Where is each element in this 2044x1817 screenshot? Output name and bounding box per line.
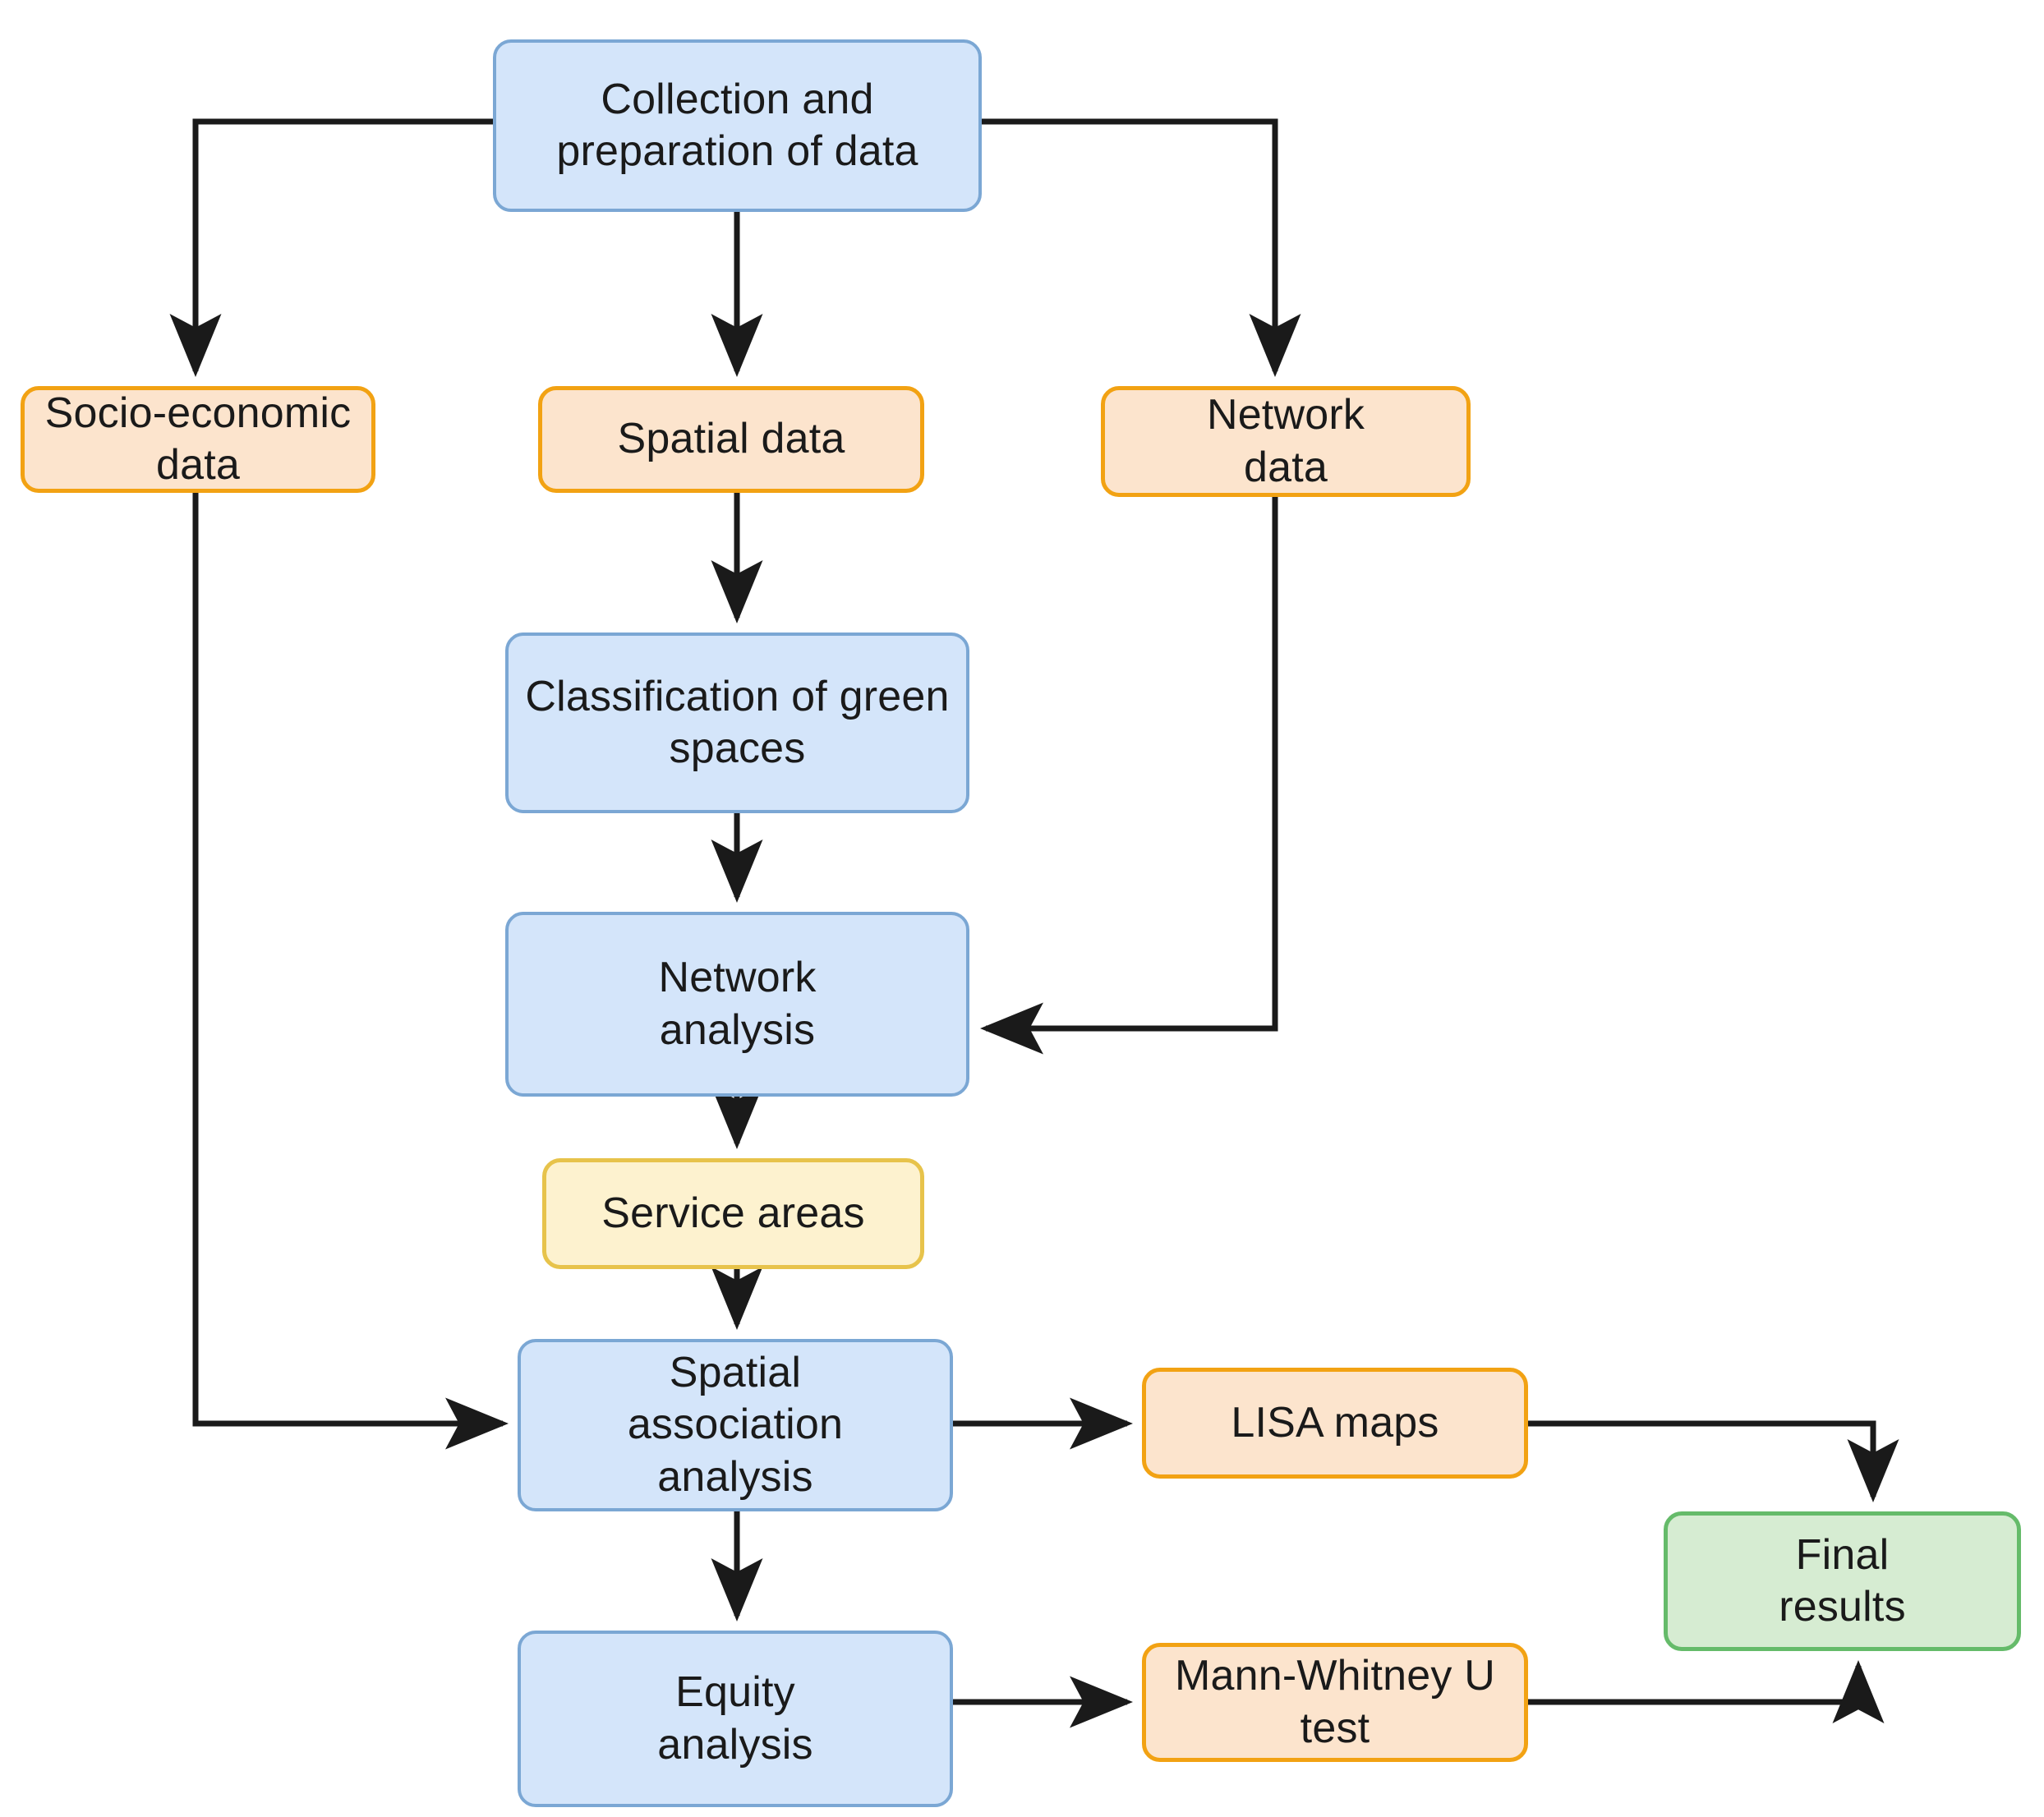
node-equity[interactable]: Equity analysis [518, 1631, 953, 1807]
node-lisa[interactable]: LISA maps [1142, 1368, 1528, 1479]
node-classify[interactable]: Classification of green spaces [505, 632, 969, 813]
node-spatialdata[interactable]: Spatial data [538, 386, 924, 493]
node-socio[interactable]: Socio-economic data [21, 386, 375, 493]
edge-socio-to-spatassoc [192, 493, 509, 1450]
edge-networkdata-to-netanalysis [980, 497, 1278, 1055]
node-netanalysis[interactable]: Network analysis [505, 912, 969, 1097]
node-spatassoc[interactable]: Spatial association analysis [518, 1339, 953, 1511]
edge-collection-to-networkdata [982, 118, 1301, 377]
node-mannwhitney[interactable]: Mann-Whitney U test [1142, 1643, 1528, 1762]
edge-lisa-to-final [1528, 1420, 1899, 1502]
edge-mannwhitney-to-final [1528, 1660, 1885, 1723]
edge-collection-to-socio [169, 118, 493, 377]
node-service[interactable]: Service areas [542, 1158, 924, 1269]
node-collection[interactable]: Collection and preparation of data [493, 39, 982, 212]
node-final[interactable]: Final results [1664, 1511, 2021, 1651]
node-networkdata[interactable]: Network data [1101, 386, 1471, 497]
